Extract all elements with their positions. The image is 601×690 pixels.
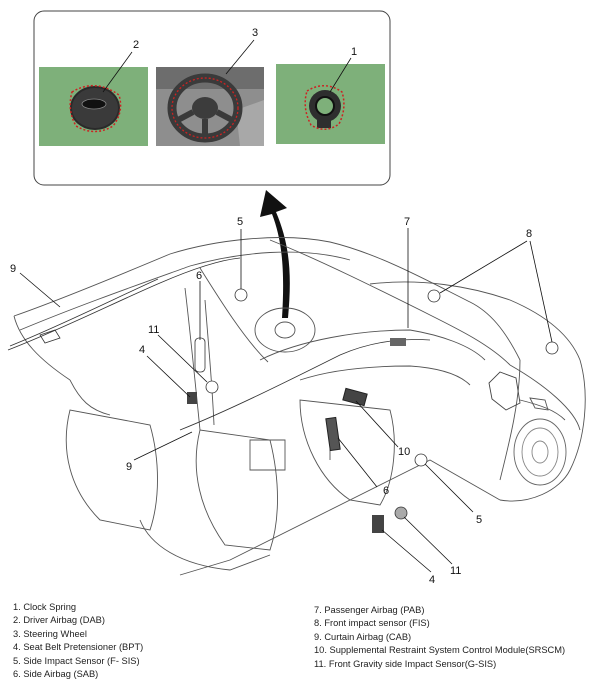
legend-item: 9. Curtain Airbag (CAB) <box>314 631 412 642</box>
legend-left-column: 1. Clock Spring 2. Driver Airbag (DAB) 3… <box>13 601 143 681</box>
seat-belt-pretensioner-lower <box>372 515 384 533</box>
side-impact-sensor-right-marker <box>414 453 428 467</box>
legend-item: 11. Front Gravity side Impact Sensor(G-S… <box>314 658 497 669</box>
front-impact-sensor-right-marker <box>545 341 559 355</box>
side-airbag-left <box>194 337 206 373</box>
srs-component-location-diagram: 2 3 1 <box>7 10 586 586</box>
leader-inset-2 <box>102 51 133 93</box>
callout-6-bottom: 6 <box>383 485 389 497</box>
callout-11-bottom: 11 <box>450 565 461 577</box>
srscm-module <box>342 387 368 407</box>
callout-inset-3: 3 <box>252 27 258 39</box>
callout-inset-1: 1 <box>351 46 357 58</box>
front-impact-sensor-left-marker <box>427 289 441 303</box>
gravity-sensor-left-marker <box>205 380 219 394</box>
component-markers <box>187 288 559 533</box>
callout-5-top: 5 <box>237 216 243 228</box>
clock-spring-photo <box>276 64 385 144</box>
callout-7: 7 <box>404 216 410 228</box>
callout-leaders <box>19 228 553 573</box>
callout-8: 8 <box>526 228 532 240</box>
callout-4-top: 4 <box>139 344 145 356</box>
legend-right-column: 7. Passenger Airbag (PAB) 8. Front impac… <box>314 604 565 671</box>
callout-inset-2: 2 <box>133 39 139 51</box>
callout-10: 10 <box>398 446 410 458</box>
gravity-sensor-right-marker <box>394 506 408 520</box>
legend-item: 4. Seat Belt Pretensioner (BPT) <box>13 642 144 653</box>
side-airbag-right <box>325 416 341 452</box>
driver-airbag-photo <box>39 67 148 146</box>
legend-item: 3. Steering Wheel <box>13 628 87 639</box>
vehicle-outline <box>13 237 586 576</box>
legend-item: 10. Supplemental Restraint System Contro… <box>314 645 566 656</box>
legend-item: 7. Passenger Airbag (PAB) <box>314 605 425 615</box>
legend-item: 5. Side Impact Sensor (F- SIS) <box>13 655 140 666</box>
side-impact-sensor-left-marker <box>234 288 248 302</box>
leader-inset-1 <box>329 57 352 93</box>
passenger-airbag-module <box>390 338 406 346</box>
steering-wheel-photo <box>156 67 264 146</box>
callout-5-bottom: 5 <box>476 514 482 526</box>
legend-item: 2. Driver Airbag (DAB) <box>13 615 105 626</box>
arrow-to-inset <box>260 190 290 318</box>
legend-item: 1. Clock Spring <box>13 602 77 612</box>
legend-item: 6. Side Airbag (SAB) <box>13 669 99 680</box>
callout-9-bottom: 9 <box>126 461 132 473</box>
callout-4-bottom: 4 <box>429 574 435 586</box>
callout-11-top: 11 <box>148 324 159 336</box>
leader-inset-3 <box>225 39 255 75</box>
legend-item: 8. Front impact sensor (FIS) <box>314 618 430 629</box>
seat-belt-pretensioner-upper <box>187 392 197 404</box>
callout-6-top: 6 <box>196 270 202 282</box>
callout-9-top: 9 <box>10 263 16 275</box>
